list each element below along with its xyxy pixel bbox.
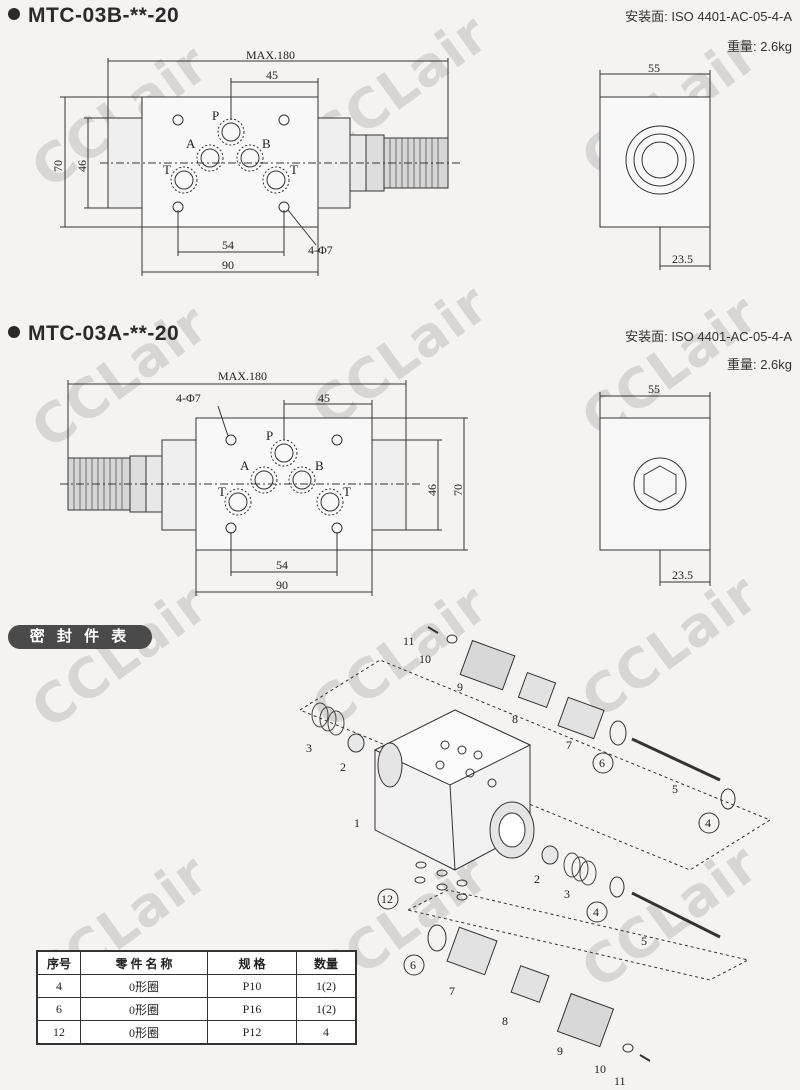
dim-side-55: 55	[648, 382, 660, 396]
port-a: A	[240, 458, 250, 473]
table-row: 4 0形圈 P10 1(2)	[36, 974, 357, 998]
cell: 4	[296, 1020, 357, 1045]
dim-max: MAX.180	[218, 369, 267, 383]
part-label: 6	[599, 756, 605, 770]
part-label: 8	[512, 712, 518, 726]
dim-90: 90	[222, 258, 234, 272]
dim-46: 46	[75, 160, 89, 172]
weight-spec-03a: 重量: 2.6kg	[726, 357, 792, 372]
part-label: 7	[449, 984, 455, 998]
cell: 0形圈	[80, 1020, 208, 1045]
front-view-03b: MAX.180 45 54 90 4-Φ7 70 46 55 23.5 P A …	[51, 48, 711, 276]
dim-max: MAX.180	[246, 48, 295, 62]
part-label: 11	[403, 634, 415, 648]
exploded-view: 11 10 9 8 7 6 5 4 3 2 1 12 2 3 4 5 6 7 8…	[298, 626, 772, 1085]
dim-70: 70	[451, 484, 465, 496]
part-label: 1	[354, 816, 360, 830]
section-title-03b: MTC-03B-**-20	[8, 4, 179, 28]
port-t-right: T	[290, 162, 298, 177]
mount-spec-03b: 安装面: ISO 4401-AC-05-4-A	[625, 9, 792, 24]
dim-46: 46	[425, 484, 439, 496]
col-header: 规 格	[207, 950, 297, 975]
dim-45: 45	[266, 68, 278, 82]
part-label: 4	[593, 905, 599, 919]
port-p: P	[266, 428, 273, 443]
port-t-left: T	[218, 484, 226, 499]
part-label: 11	[614, 1074, 626, 1085]
front-view-03a: MAX.180 45 4-Φ7 54 90 46 70 55 23.5 P A …	[60, 369, 711, 596]
part-label: 9	[457, 680, 463, 694]
dim-45: 45	[318, 391, 330, 405]
dim-side-55: 55	[648, 61, 660, 75]
port-b: B	[315, 458, 324, 473]
part-label: 3	[306, 741, 312, 755]
cell: 1(2)	[296, 974, 357, 998]
dim-54: 54	[222, 238, 234, 252]
part-label: 2	[340, 760, 346, 774]
col-header: 序号	[36, 950, 81, 975]
seal-table-title: 密 封 件 表	[8, 625, 152, 649]
dim-side-23-5: 23.5	[672, 568, 693, 582]
port-b: B	[262, 136, 271, 151]
port-t-left: T	[163, 162, 171, 177]
dim-holes: 4-Φ7	[176, 391, 201, 405]
bullet-icon	[8, 326, 20, 338]
part-label: 5	[641, 934, 647, 948]
part-label: 2	[534, 872, 540, 886]
cell: 0形圈	[80, 974, 208, 998]
part-label: 3	[564, 887, 570, 901]
col-header: 零 件 名 称	[80, 950, 208, 975]
cell: P16	[207, 997, 297, 1021]
mount-spec-03a: 安装面: ISO 4401-AC-05-4-A	[625, 329, 792, 344]
col-header: 数量	[296, 950, 357, 975]
cell: 0形圈	[80, 997, 208, 1021]
cell: 4	[36, 974, 81, 998]
dim-90: 90	[276, 578, 288, 592]
dim-70: 70	[51, 160, 65, 172]
dim-holes: 4-Φ7	[308, 243, 333, 257]
part-label: 8	[502, 1014, 508, 1028]
dim-side-23-5: 23.5	[672, 252, 693, 266]
port-p: P	[212, 108, 219, 123]
seal-table: 序号 零 件 名 称 规 格 数量 4 0形圈 P10 1(2) 6 0形圈 P…	[36, 950, 357, 1045]
part-label: 5	[672, 782, 678, 796]
table-header-row: 序号 零 件 名 称 规 格 数量	[36, 950, 357, 975]
part-label: 4	[705, 816, 711, 830]
table-row: 12 0形圈 P12 4	[36, 1020, 357, 1045]
part-label: 6	[410, 958, 416, 972]
cell: 6	[36, 997, 81, 1021]
port-a: A	[186, 136, 196, 151]
section-title-03a: MTC-03A-**-20	[8, 322, 179, 346]
part-label: 10	[594, 1062, 606, 1076]
part-label: 12	[381, 892, 393, 906]
part-label: 9	[557, 1044, 563, 1058]
dim-54: 54	[276, 558, 288, 572]
port-t-right: T	[343, 484, 351, 499]
part-label: 7	[566, 738, 572, 752]
cell: P12	[207, 1020, 297, 1045]
table-row: 6 0形圈 P16 1(2)	[36, 997, 357, 1021]
part-label: 10	[419, 652, 431, 666]
cell: 1(2)	[296, 997, 357, 1021]
cell: 12	[36, 1020, 81, 1045]
bullet-icon	[8, 8, 20, 20]
cell: P10	[207, 974, 297, 998]
weight-spec-03b: 重量: 2.6kg	[726, 39, 792, 54]
